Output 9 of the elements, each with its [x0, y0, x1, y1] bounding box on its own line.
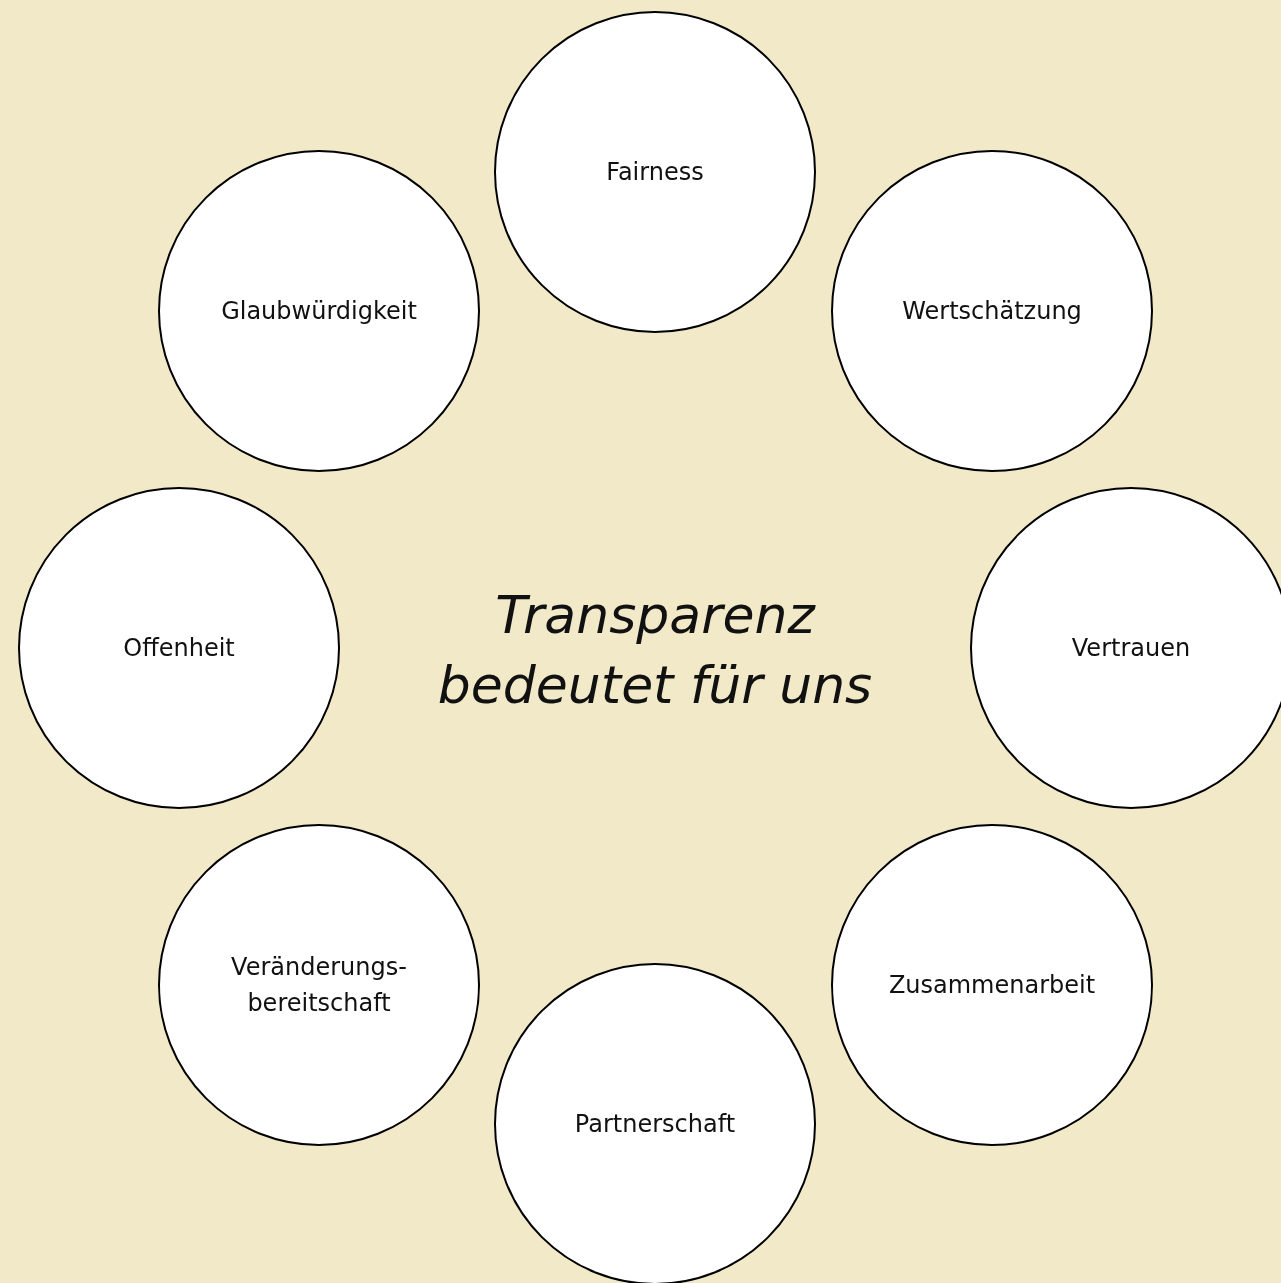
- value-label: Partnerschaft: [574, 1109, 736, 1140]
- value-label: Vertrauen: [1071, 633, 1191, 664]
- value-label: Zusammenarbeit: [888, 970, 1096, 1001]
- value-label: Wertschätzung: [902, 296, 1082, 327]
- value-label: Glaubwürdigkeit: [221, 296, 417, 327]
- center-title: Transparenz bedeutet für uns: [436, 584, 874, 717]
- value-label: Fairness: [606, 157, 704, 188]
- value-label: Offenheit: [123, 633, 235, 664]
- value-label: Veränderungs- bereitschaft: [230, 952, 408, 1019]
